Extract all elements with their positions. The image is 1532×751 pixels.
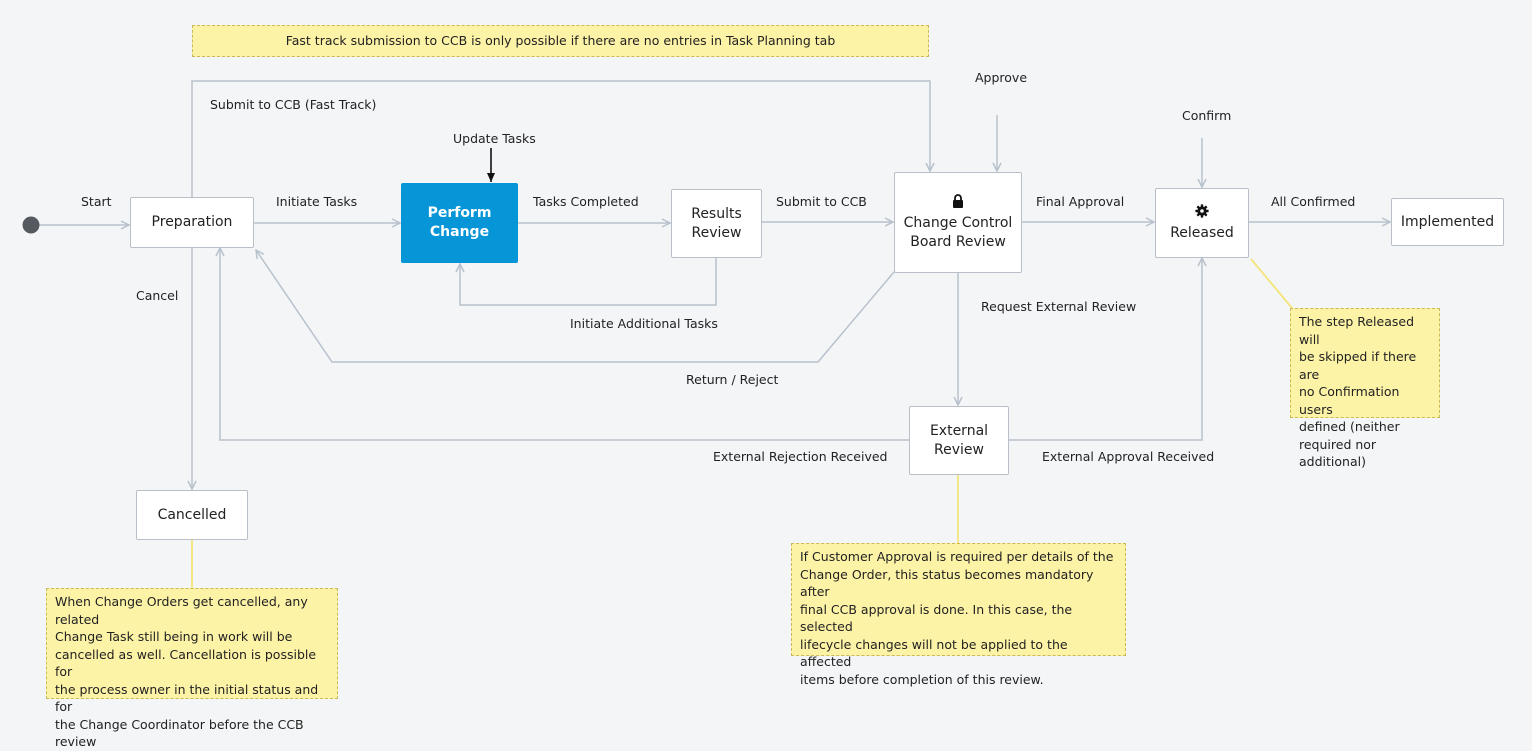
state-preparation-label: Preparation — [151, 214, 233, 230]
cancelled-note-text: When Change Orders get cancelled, any re… — [55, 594, 319, 749]
label-final-approval: Final Approval — [1036, 194, 1125, 209]
released-note-text: The step Released will be skipped if the… — [1299, 314, 1417, 469]
state-cancelled-label: Cancelled — [157, 506, 227, 523]
state-released-label: Released — [1170, 224, 1234, 241]
note-link-released — [1250, 258, 1293, 309]
label-submit-to-ccb: Submit to CCB — [776, 194, 867, 209]
edge-fast-track — [191, 80, 930, 197]
state-results-review[interactable]: Results Review — [671, 189, 762, 258]
label-submit-fast-track: Submit to CCB (Fast Track) — [210, 97, 377, 112]
state-preparation[interactable]: Preparation — [130, 197, 254, 248]
lock-icon — [952, 193, 964, 212]
label-external-approval-received: External Approval Received — [1042, 449, 1215, 464]
external-review-note-text: If Customer Approval is required per det… — [800, 549, 1114, 687]
label-request-external-review: Request External Review — [981, 299, 1137, 314]
released-note: The step Released will be skipped if the… — [1290, 308, 1440, 469]
state-external-review-label: External Review — [929, 422, 989, 458]
state-implemented-label: Implemented — [1400, 213, 1495, 230]
label-cancel: Cancel — [136, 288, 179, 303]
label-update-tasks: Update Tasks — [453, 131, 536, 146]
state-results-review-label: Results Review — [691, 205, 742, 241]
state-perform-change[interactable]: Perform Change — [401, 183, 518, 263]
label-return-reject: Return / Reject — [686, 372, 779, 387]
label-approve: Approve — [975, 70, 1028, 85]
label-initiate-additional-tasks: Initiate Additional Tasks — [570, 316, 718, 331]
state-external-review[interactable]: External Review — [909, 406, 1009, 475]
state-ccb-review[interactable]: Change Control Board Review — [894, 172, 1022, 273]
state-perform-change-label: Perform Change — [427, 205, 492, 240]
label-confirm: Confirm — [1182, 108, 1232, 123]
workflow-connectors — [22, 80, 1532, 588]
external-review-note: If Customer Approval is required per det… — [791, 543, 1126, 687]
label-start: Start — [81, 194, 112, 209]
label-tasks-completed: Tasks Completed — [533, 194, 639, 209]
fast-track-note: Fast track submission to CCB is only pos… — [192, 25, 929, 57]
label-all-confirmed: All Confirmed — [1271, 194, 1356, 209]
state-implemented[interactable]: Implemented — [1391, 198, 1504, 246]
edge-return-reject — [256, 250, 895, 363]
start-node — [22, 216, 40, 234]
edge-initiate-additional — [460, 258, 717, 306]
gear-icon — [1195, 203, 1209, 222]
label-external-rejection-received: External Rejection Received — [713, 449, 888, 464]
state-cancelled[interactable]: Cancelled — [136, 490, 248, 540]
label-initiate-tasks: Initiate Tasks — [276, 194, 358, 209]
fast-track-note-text: Fast track submission to CCB is only pos… — [285, 33, 836, 49]
edge-external-rejection — [220, 248, 909, 441]
state-released[interactable]: Released — [1155, 188, 1249, 258]
state-ccb-review-label: Change Control Board Review — [903, 214, 1013, 250]
edge-external-approval — [1009, 258, 1202, 441]
cancelled-note: When Change Orders get cancelled, any re… — [46, 588, 338, 749]
